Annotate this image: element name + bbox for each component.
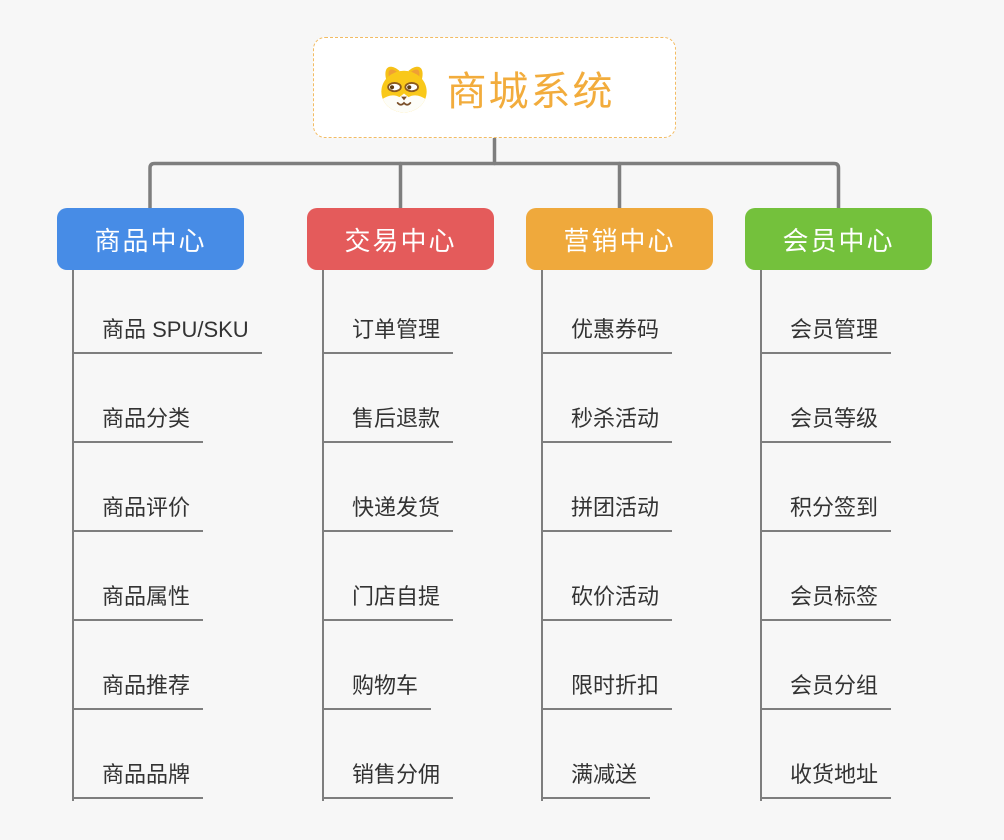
branch-header-marketing-center[interactable]: 营销中心: [526, 208, 713, 270]
dog-mascot-icon: [375, 61, 433, 115]
branch-trunk-line: [541, 270, 543, 801]
leaf-node[interactable]: 商品推荐: [72, 673, 204, 710]
leaf-node[interactable]: 会员分组: [760, 673, 892, 710]
leaf-node[interactable]: 购物车: [322, 673, 432, 710]
leaf-node[interactable]: 商品品牌: [72, 762, 204, 799]
leaf-node[interactable]: 秒杀活动: [541, 406, 673, 443]
branch-member-center: 会员中心 会员管理 会员等级 积分签到 会员标签 会员分组 收货地址: [745, 208, 995, 808]
leaf-node[interactable]: 限时折扣: [541, 673, 673, 710]
leaf-node[interactable]: 砍价活动: [541, 584, 673, 621]
leaf-node[interactable]: 商品评价: [72, 495, 204, 532]
leaf-node[interactable]: 商品属性: [72, 584, 204, 621]
leaf-node[interactable]: 拼团活动: [541, 495, 673, 532]
leaf-node[interactable]: 门店自提: [322, 584, 454, 621]
leaf-node[interactable]: 会员管理: [760, 317, 892, 354]
leaf-node[interactable]: 会员等级: [760, 406, 892, 443]
root-node[interactable]: 商城系统: [313, 37, 676, 138]
root-title: 商城系统: [446, 69, 615, 114]
branch-product-center: 商品中心 商品 SPU/SKU 商品分类 商品评价 商品属性 商品推荐 商品品牌: [57, 208, 307, 808]
leaf-node[interactable]: 收货地址: [760, 762, 892, 799]
leaf-node[interactable]: 会员标签: [760, 584, 892, 621]
branch-trunk-line: [322, 270, 324, 801]
leaf-node[interactable]: 商品 SPU/SKU: [72, 317, 262, 354]
leaf-node[interactable]: 售后退款: [322, 406, 454, 443]
leaf-node[interactable]: 优惠券码: [541, 317, 673, 354]
leaf-node[interactable]: 商品分类: [72, 406, 204, 443]
branch-header-trade-center[interactable]: 交易中心: [307, 208, 494, 270]
branch-header-member-center[interactable]: 会员中心: [745, 208, 932, 270]
leaf-node[interactable]: 积分签到: [760, 495, 892, 532]
leaf-node[interactable]: 订单管理: [322, 317, 454, 354]
leaf-node[interactable]: 快递发货: [322, 495, 454, 532]
branch-marketing-center: 营销中心 优惠券码 秒杀活动 拼团活动 砍价活动 限时折扣 满减送: [526, 208, 776, 808]
branch-trade-center: 交易中心 订单管理 售后退款 快递发货 门店自提 购物车 销售分佣: [307, 208, 557, 808]
branch-header-product-center[interactable]: 商品中心: [57, 208, 244, 270]
leaf-node[interactable]: 满减送: [541, 762, 651, 799]
branch-trunk-line: [72, 270, 74, 801]
branch-trunk-line: [760, 270, 762, 801]
leaf-node[interactable]: 销售分佣: [322, 762, 454, 799]
